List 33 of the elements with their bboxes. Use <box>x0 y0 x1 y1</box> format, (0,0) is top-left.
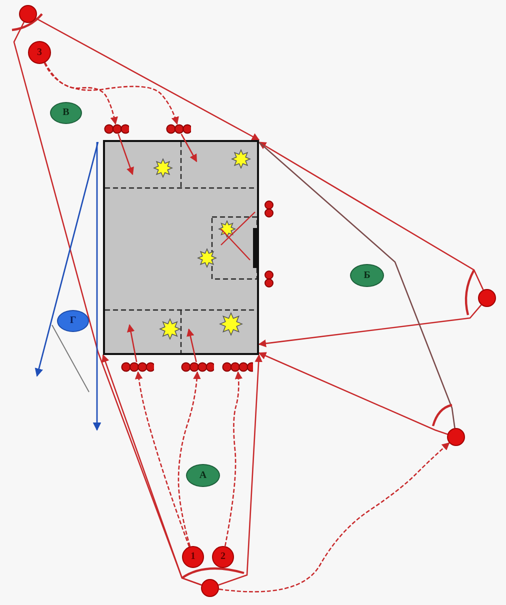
player-circle <box>201 579 219 597</box>
puck-row <box>103 124 130 134</box>
player-circle <box>478 289 496 307</box>
arrow <box>258 142 484 290</box>
player-circle: 2 <box>212 546 234 568</box>
arrow <box>218 354 262 586</box>
connector-line <box>258 142 456 428</box>
puck-row <box>180 362 215 372</box>
arrow <box>127 324 138 362</box>
player-circle <box>447 428 465 446</box>
connector-line <box>13 22 202 586</box>
arrow <box>44 62 118 125</box>
team-oval: В <box>50 102 82 124</box>
puck-row <box>221 362 254 372</box>
arrow <box>224 371 242 546</box>
arrow <box>258 304 482 348</box>
arrow <box>118 134 134 176</box>
arrow <box>36 18 260 141</box>
arrow <box>134 371 190 547</box>
team-oval: Г <box>57 310 89 332</box>
puck-row <box>165 124 192 134</box>
team-oval: Б <box>350 264 384 287</box>
player-circle: 1 <box>182 546 204 568</box>
arrow <box>44 62 179 125</box>
player-circle: 3 <box>28 41 51 64</box>
player-circle <box>19 5 37 23</box>
team-oval: А <box>186 464 220 487</box>
arrow <box>186 328 197 362</box>
arrow <box>180 134 198 162</box>
arrow <box>258 352 448 435</box>
puck-row <box>120 362 155 372</box>
arrow <box>218 442 450 592</box>
arrow <box>178 371 201 547</box>
